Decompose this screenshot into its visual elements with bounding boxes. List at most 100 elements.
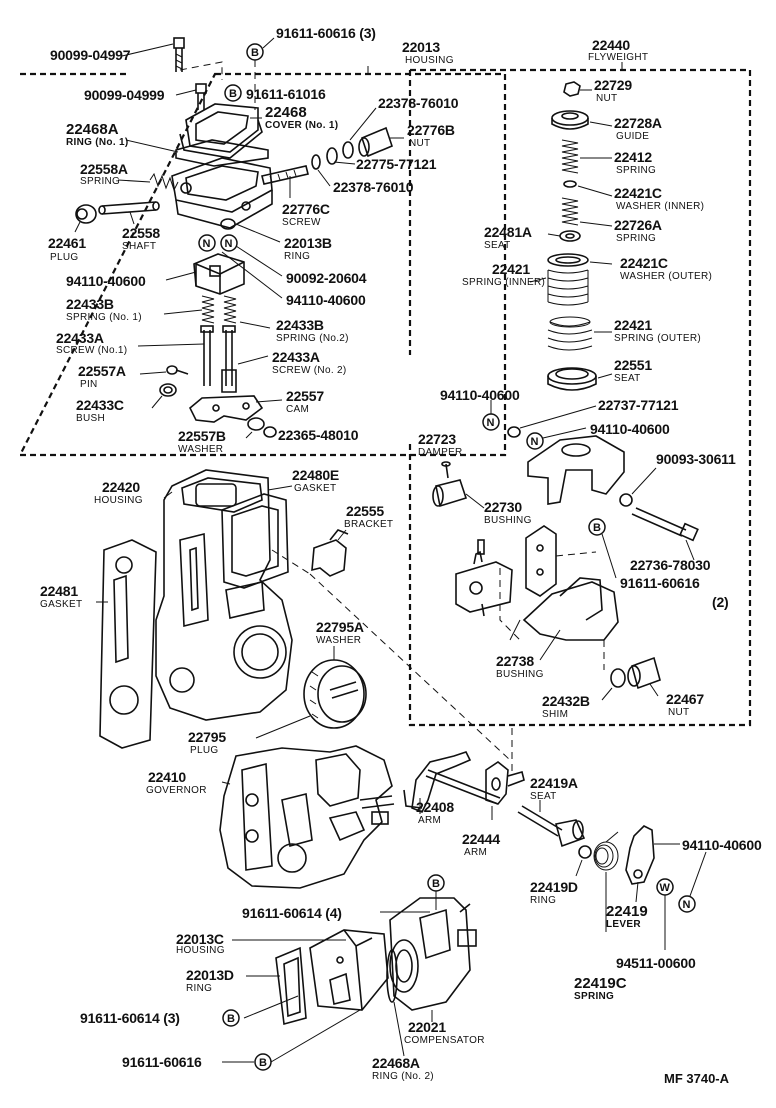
- washer-90093: [619, 493, 633, 507]
- part-name: BUSHING: [484, 515, 532, 526]
- bolt-90099-04999: [195, 83, 207, 110]
- part-number: 22558: [122, 225, 160, 241]
- part-number: 90093-30611: [656, 451, 736, 467]
- part-number: 22730: [484, 499, 522, 515]
- screw-no1: [200, 325, 214, 386]
- part-number: 22421C: [614, 185, 662, 201]
- svg-text:B: B: [432, 878, 440, 890]
- part-number: 22432B: [542, 693, 590, 709]
- part-number: 22551: [614, 357, 652, 373]
- part-number: 22365-48010: [278, 427, 359, 443]
- gasket-22481: [99, 539, 157, 749]
- part-name: RING (No. 1): [66, 137, 129, 148]
- part-name: HOUSING: [405, 55, 454, 66]
- part-number: 94110-40600: [682, 837, 762, 853]
- part-number: 22013: [402, 39, 440, 55]
- diagram-code: MF 3740-A: [664, 1071, 730, 1086]
- bush-22433C: [159, 383, 177, 397]
- svg-text:B: B: [251, 47, 259, 59]
- nut-badge-e: [678, 895, 696, 913]
- part-number: 22013C: [176, 931, 224, 947]
- svg-text:W: W: [660, 882, 671, 894]
- ring-22419D: [578, 845, 592, 859]
- part-number: 22480E: [292, 467, 340, 483]
- part-name: SCREW (No. 2): [272, 365, 347, 376]
- spring-22726A: [561, 197, 579, 226]
- part-name: SPRING: [616, 233, 657, 244]
- part-number: 22419C: [574, 975, 627, 992]
- svg-text:N: N: [203, 238, 211, 250]
- nut-badge-b: [220, 234, 238, 252]
- part-name: ARM: [418, 815, 442, 826]
- part-number: 22444: [462, 831, 500, 847]
- svg-text:N: N: [531, 436, 539, 448]
- housing-assembly-box: [18, 72, 507, 457]
- part-number: 22440: [592, 37, 630, 53]
- part-name: DAMPER: [418, 447, 463, 458]
- part-number: 22419: [606, 903, 648, 920]
- screw-22776C: [261, 165, 309, 185]
- part-number: 91611-60616: [122, 1054, 202, 1070]
- part-number: 22021: [408, 1019, 446, 1035]
- compensator-22021: [389, 897, 477, 1011]
- part-number: 22408: [416, 799, 454, 815]
- part-name: SPRING: [80, 176, 121, 187]
- svg-text:B: B: [259, 1057, 267, 1069]
- part-number: 90099-04997: [50, 47, 131, 63]
- part-name: SHIM: [542, 709, 569, 720]
- part-name: SPRING: [616, 165, 657, 176]
- lever-22419: [625, 825, 655, 885]
- part-number: 94110-40600: [66, 273, 146, 289]
- part-name: COMPENSATOR: [404, 1035, 485, 1046]
- part-number: 22433C: [76, 397, 124, 413]
- part-name: CAM: [286, 404, 310, 415]
- svg-text:B: B: [227, 1013, 235, 1025]
- part-number: 22555: [346, 503, 384, 519]
- part-name: GASKET: [40, 599, 83, 610]
- part-name: ARM: [464, 847, 488, 858]
- nut-22729: [563, 81, 581, 97]
- part-number: 94110-40600: [440, 387, 520, 403]
- part-number: 90099-04999: [84, 87, 165, 103]
- bracket-22555: [311, 529, 349, 577]
- washer-22775: [326, 147, 338, 165]
- plug-22795: [303, 659, 367, 729]
- part-name: NUT: [409, 138, 431, 149]
- ring-22378-b: [342, 141, 354, 159]
- part-name: GOVERNOR: [146, 785, 207, 796]
- part-name: PIN: [80, 379, 98, 390]
- cam-block: [193, 253, 245, 295]
- housing-22420: [155, 469, 293, 721]
- bushing-22738-set: [455, 525, 619, 641]
- part-number: 22795A: [316, 619, 364, 635]
- governor-22410: [219, 745, 395, 889]
- part-name: SCREW (No.1): [56, 345, 128, 356]
- part-name: HOUSING: [176, 945, 225, 956]
- part-number: 22433A: [56, 330, 104, 346]
- nut-22467: [627, 656, 661, 690]
- part-name: SEAT: [530, 791, 557, 802]
- flyweight-body: [527, 435, 625, 505]
- part-name: RING (No. 2): [372, 1071, 434, 1082]
- ring-22378-a: [311, 154, 321, 170]
- gasket-22480E: [221, 493, 289, 589]
- part-name: LEVER: [606, 919, 641, 930]
- part-number: 22433A: [272, 349, 320, 365]
- part-name: SEAT: [484, 240, 511, 251]
- spring-outer: [547, 316, 593, 351]
- washer-outer: [547, 253, 589, 267]
- part-name: FLYWEIGHT: [588, 52, 649, 63]
- screw-no2: [221, 325, 237, 393]
- bolt-badge-f: [224, 84, 242, 102]
- flyweight-assembly-box: [408, 68, 752, 727]
- spring-22558A: [149, 172, 179, 192]
- part-number: 22728A: [614, 115, 662, 131]
- part-number: 22729: [594, 77, 632, 93]
- part-name: WASHER: [316, 635, 362, 646]
- part-name: SHAFT: [122, 241, 157, 252]
- nut-22776B: [358, 126, 393, 158]
- part-number: 22461: [48, 235, 86, 251]
- part-name: BRACKET: [344, 519, 394, 530]
- part-name: HOUSING: [94, 495, 143, 506]
